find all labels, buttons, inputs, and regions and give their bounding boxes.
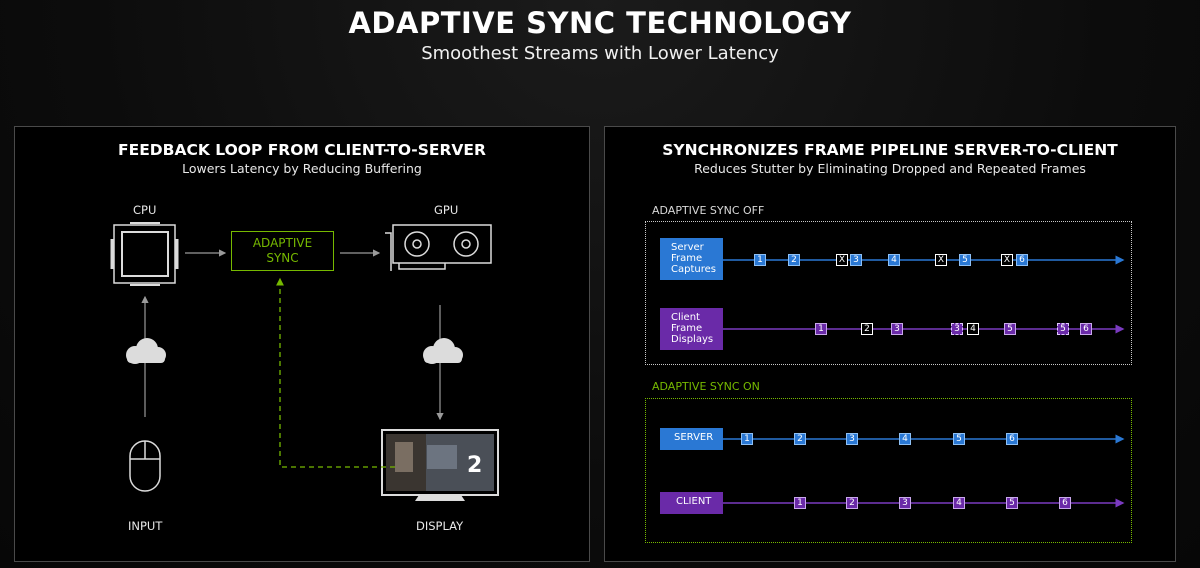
- gpu-label: GPU: [434, 203, 459, 217]
- adaptive-sync-off-label: ADAPTIVE SYNC OFF: [652, 204, 765, 217]
- frame-cell: 4: [953, 497, 965, 509]
- frame-cell: 4: [967, 323, 979, 335]
- adaptive-sync-box: ADAPTIVE SYNC: [231, 231, 334, 271]
- dropped-frame-cell: X: [935, 254, 947, 266]
- cloud-icon: [423, 338, 463, 364]
- frame-cell: 3: [891, 323, 903, 335]
- frame-cell: 6: [1016, 254, 1028, 266]
- input-label: INPUT: [128, 519, 163, 533]
- frame-cell: 2: [794, 433, 806, 445]
- server-label: SERVER: [660, 428, 723, 450]
- repeated-frame-cell: 5: [1057, 323, 1069, 335]
- frame-cell: 6: [1059, 497, 1071, 509]
- adaptive-sync-on-label: ADAPTIVE SYNC ON: [652, 380, 760, 393]
- frame-cell: 6: [1006, 433, 1018, 445]
- sync-line-1: ADAPTIVE: [252, 236, 313, 250]
- server-frame-captures-label: Server Frame Captures: [660, 238, 723, 280]
- frame-cell: 1: [754, 254, 766, 266]
- right-panel-title: SYNCHRONIZES FRAME PIPELINE SERVER-TO-CL…: [662, 141, 1118, 159]
- frame-cell: 6: [1080, 323, 1092, 335]
- repeated-frame-cell: 3: [951, 323, 963, 335]
- frame-cell: 5: [959, 254, 971, 266]
- frame-cell: 3: [846, 433, 858, 445]
- client-label: CLIENT: [660, 492, 723, 514]
- adaptive-sync-off-box: [645, 221, 1132, 365]
- svg-text:2: 2: [467, 453, 482, 478]
- dropped-frame-cell: X: [1001, 254, 1013, 266]
- sync-line-2: SYNC: [266, 251, 299, 265]
- server-label-line: Server: [671, 242, 704, 253]
- frame-cell: 4: [899, 433, 911, 445]
- server-label-line: Captures: [671, 264, 716, 275]
- graphics-card-icon: [385, 224, 492, 271]
- frame-cell: 1: [794, 497, 806, 509]
- mouse-icon: [129, 440, 161, 492]
- client-label-line: Displays: [671, 334, 714, 345]
- client-frame-displays-label: Client Frame Displays: [660, 308, 723, 350]
- client-label-line: Client: [671, 312, 700, 323]
- adaptive-sync-on-box: [645, 398, 1132, 543]
- cloud-icon: [126, 338, 166, 364]
- dropped-frame-cell: X: [836, 254, 848, 266]
- page-subtitle: Smoothest Streams with Lower Latency: [421, 43, 779, 64]
- frame-cell: 5: [1006, 497, 1018, 509]
- cpu-label: CPU: [133, 203, 157, 217]
- monitor-icon: 2: [381, 429, 499, 501]
- display-label: DISPLAY: [416, 519, 464, 533]
- cpu-chip-icon: [110, 222, 179, 286]
- left-panel-title: FEEDBACK LOOP FROM CLIENT-TO-SERVER: [118, 141, 486, 159]
- frame-cell: 1: [815, 323, 827, 335]
- frame-cell: 4: [888, 254, 900, 266]
- feedback-loop-diagram: 2: [110, 222, 499, 501]
- frame-cell: 1: [741, 433, 753, 445]
- frame-timeline: [723, 255, 1125, 508]
- page-title: ADAPTIVE SYNC TECHNOLOGY: [348, 6, 852, 40]
- left-panel-subtitle: Lowers Latency by Reducing Buffering: [182, 161, 422, 176]
- server-label-line: Frame: [671, 253, 703, 264]
- client-label-line: Frame: [671, 323, 703, 334]
- frame-cell: 2: [788, 254, 800, 266]
- right-panel-subtitle: Reduces Stutter by Eliminating Dropped a…: [694, 161, 1086, 176]
- frame-cell: 3: [899, 497, 911, 509]
- frame-cell: 2: [846, 497, 858, 509]
- frame-cell: 2: [861, 323, 873, 335]
- frame-cell: 3: [850, 254, 862, 266]
- frame-cell: 5: [1004, 323, 1016, 335]
- feedback-loop-panel: FEEDBACK LOOP FROM CLIENT-TO-SERVER Lowe…: [14, 126, 590, 562]
- frame-pipeline-panel: SYNCHRONIZES FRAME PIPELINE SERVER-TO-CL…: [604, 126, 1176, 562]
- frame-cell: 5: [953, 433, 965, 445]
